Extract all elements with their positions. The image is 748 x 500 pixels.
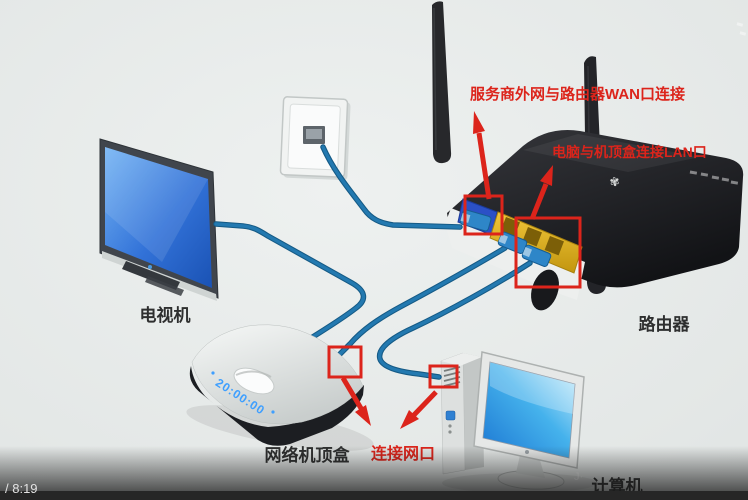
pc-power-button xyxy=(445,410,456,421)
cable-tv-to-stb xyxy=(214,222,366,342)
tv-screen xyxy=(105,147,212,288)
pc-port-arrow xyxy=(400,390,438,429)
lan-ports-highlight xyxy=(514,216,582,289)
router-label: 路由器 xyxy=(639,314,691,334)
antenna-hinge xyxy=(531,269,559,311)
wall-socket xyxy=(279,96,351,181)
set-top-box: 20:00:00 xyxy=(186,324,374,451)
player-time-display: / 8:19 xyxy=(5,481,38,496)
cables xyxy=(213,144,533,380)
router-port-labels xyxy=(689,22,747,185)
stb-port-arrow xyxy=(340,376,371,426)
player-bottom-bar[interactable] xyxy=(0,491,748,500)
wan-arrow xyxy=(473,111,492,200)
router-ports xyxy=(457,198,583,311)
tv xyxy=(99,138,219,301)
router-antenna-left xyxy=(432,1,452,164)
lan-annotation-text: 电脑与机顶盒连接LAN口 xyxy=(552,144,707,160)
tv-label: 电视机 xyxy=(140,305,191,325)
wan-port-highlight xyxy=(463,194,504,236)
router-brand-icon: ✾ xyxy=(609,174,621,189)
stb-top xyxy=(191,324,364,425)
lan-port-slots xyxy=(500,216,564,256)
pc-port-highlight xyxy=(428,364,459,389)
tv-power-led xyxy=(148,265,152,269)
red-annotations: 服务商外网与路由器WAN口连接 电脑与机顶盒连接LAN口 连接网口 xyxy=(327,85,707,463)
cable-socket-to-wan xyxy=(321,145,462,229)
cable-lan-to-stb xyxy=(334,246,507,360)
wan-annotation-text: 服务商外网与路由器WAN口连接 xyxy=(470,85,685,103)
cable-lan-to-pc xyxy=(377,261,532,379)
player-controls-gradient xyxy=(0,446,748,492)
lan-arrow xyxy=(529,165,553,220)
stb-base xyxy=(189,366,364,446)
tv-stand xyxy=(122,261,180,290)
